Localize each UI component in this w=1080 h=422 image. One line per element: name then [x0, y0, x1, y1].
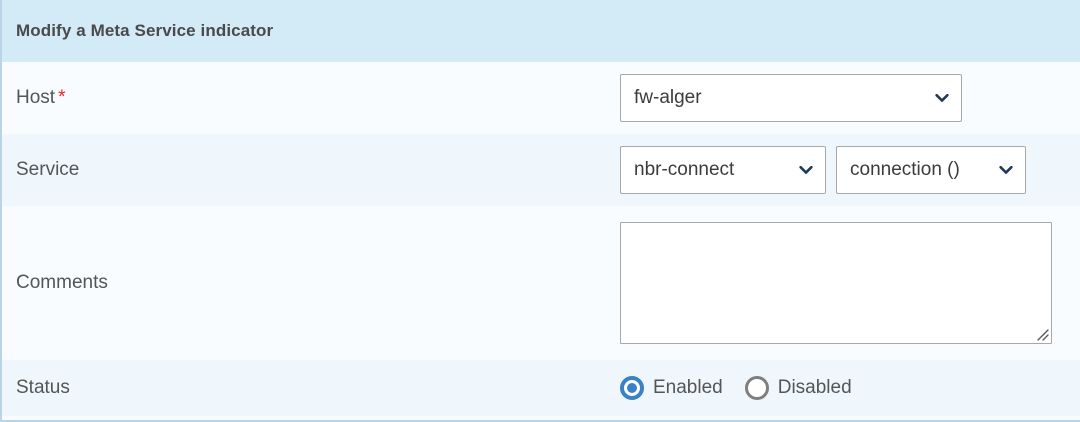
host-label: Host*: [16, 87, 620, 109]
page-title: Modify a Meta Service indicator: [16, 21, 274, 40]
status-option-disabled[interactable]: Disabled: [744, 376, 852, 400]
service-control: nbr-connect connection (): [620, 146, 1026, 194]
chevron-down-icon: [797, 161, 815, 179]
chevron-down-icon: [997, 161, 1015, 179]
form-row-comments: Comments: [2, 206, 1080, 360]
radio-unselected-icon[interactable]: [744, 376, 769, 400]
service-name-select[interactable]: nbr-connect: [620, 146, 826, 194]
chevron-down-icon: [933, 89, 951, 107]
resize-grip-icon[interactable]: [1035, 327, 1049, 341]
host-control: fw-alger: [620, 74, 962, 122]
panel-header: Modify a Meta Service indicator: [2, 0, 1080, 62]
comments-control: [620, 222, 1052, 344]
host-label-text: Host: [16, 87, 56, 108]
comments-label-text: Comments: [16, 272, 108, 293]
radio-selected-icon[interactable]: [620, 376, 644, 400]
form-row-host: Host* fw-alger: [2, 62, 1080, 134]
service-label-text: Service: [16, 159, 80, 180]
status-label-text: Status: [16, 377, 70, 398]
status-radio-group: Enabled Disabled: [620, 376, 852, 400]
host-select[interactable]: fw-alger: [620, 74, 962, 122]
comments-label: Comments: [16, 272, 620, 294]
service-name-select-value: nbr-connect: [634, 159, 735, 180]
host-select-value: fw-alger: [634, 87, 702, 108]
status-option-enabled[interactable]: Enabled: [620, 376, 723, 400]
form-row-status: Status Enabled Disabled: [2, 360, 1080, 416]
service-label: Service: [16, 159, 620, 181]
status-option-disabled-label: Disabled: [777, 377, 852, 398]
status-label: Status: [16, 377, 620, 399]
form-row-service: Service nbr-connect connection (): [2, 134, 1080, 206]
comments-textarea[interactable]: [620, 222, 1052, 344]
status-control: Enabled Disabled: [620, 376, 852, 400]
host-required-asterisk: *: [58, 87, 66, 108]
service-metric-select-value: connection (): [850, 159, 960, 180]
status-option-enabled-label: Enabled: [653, 377, 723, 398]
service-metric-select[interactable]: connection (): [836, 146, 1026, 194]
